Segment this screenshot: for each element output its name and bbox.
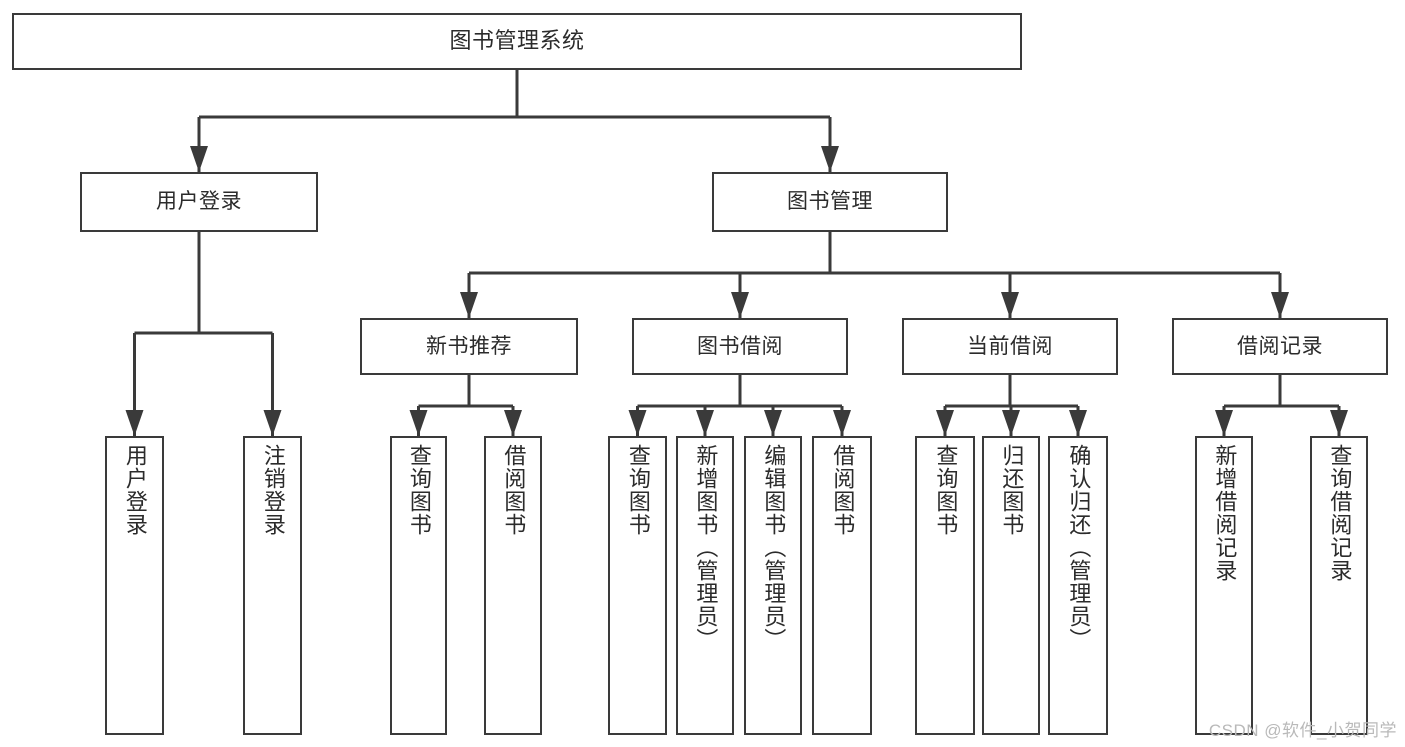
node-leaf-edit-book[interactable]: 编辑图书（管理员）: [744, 436, 802, 735]
node-leaf-logout[interactable]: 注销登录: [243, 436, 302, 735]
arrowhead-leaf-logout: [263, 410, 282, 436]
node-label-leaf-add-book: 新增图书（管理员）: [693, 444, 719, 651]
node-label-leaf-logout: 注销登录: [260, 444, 286, 536]
node-new-book-recommend[interactable]: 新书推荐: [360, 318, 578, 375]
arrowhead-leaf-add-book: [696, 410, 714, 436]
arrowhead-user-login: [190, 146, 208, 172]
arrowhead-leaf-borrow-book: [833, 410, 851, 436]
arrowhead-book-manage: [821, 146, 839, 172]
node-label-book-manage: 图书管理: [787, 190, 873, 214]
node-label-leaf-query-book-current: 查询图书: [933, 444, 959, 536]
node-leaf-query-book-current[interactable]: 查询图书: [915, 436, 975, 735]
node-label-borrow-record: 借阅记录: [1237, 334, 1323, 358]
arrowhead-book-borrow: [731, 292, 749, 318]
node-book-borrow[interactable]: 图书借阅: [632, 318, 848, 375]
node-leaf-user-login[interactable]: 用户登录: [105, 436, 164, 735]
node-borrow-record[interactable]: 借阅记录: [1172, 318, 1388, 375]
node-label-current-borrow: 当前借阅: [967, 334, 1053, 358]
node-label-leaf-query-book-rec: 查询图书: [406, 444, 432, 536]
arrowhead-leaf-user-login: [125, 410, 144, 436]
arrowhead-leaf-edit-book: [764, 410, 782, 436]
arrowhead-leaf-return-book: [1002, 410, 1020, 436]
node-label-leaf-borrow-book-rec: 借阅图书: [501, 444, 527, 536]
arrowhead-leaf-confirm-return: [1069, 410, 1087, 436]
arrowhead-leaf-add-record: [1215, 410, 1233, 436]
watermark-label: CSDN @软件_小贺同学: [1208, 721, 1397, 740]
node-leaf-confirm-return[interactable]: 确认归还（管理员）: [1048, 436, 1108, 735]
node-user-login[interactable]: 用户登录: [80, 172, 318, 232]
node-label-user-login: 用户登录: [156, 190, 242, 214]
node-label-leaf-edit-book: 编辑图书（管理员）: [761, 444, 787, 651]
node-leaf-query-record[interactable]: 查询借阅记录: [1310, 436, 1368, 735]
arrowhead-borrow-record: [1271, 292, 1289, 318]
node-label-leaf-query-record: 查询借阅记录: [1327, 444, 1353, 582]
node-leaf-borrow-book-rec[interactable]: 借阅图书: [484, 436, 542, 735]
node-book-manage[interactable]: 图书管理: [712, 172, 948, 232]
arrowhead-current-borrow: [1001, 292, 1019, 318]
node-current-borrow[interactable]: 当前借阅: [902, 318, 1118, 375]
node-label-leaf-return-book: 归还图书: [999, 444, 1025, 536]
node-label-leaf-confirm-return: 确认归还（管理员）: [1066, 444, 1092, 651]
node-label-leaf-add-record: 新增借阅记录: [1212, 444, 1238, 582]
arrowhead-leaf-borrow-book-rec: [504, 410, 522, 436]
node-label-book-borrow: 图书借阅: [697, 334, 783, 358]
arrowhead-leaf-query-book-borrow: [628, 410, 647, 436]
node-label-root: 图书管理系统: [449, 28, 585, 54]
node-label-leaf-user-login: 用户登录: [122, 444, 148, 536]
node-leaf-return-book[interactable]: 归还图书: [982, 436, 1040, 735]
node-leaf-query-book-rec[interactable]: 查询图书: [390, 436, 447, 735]
node-label-new-book-recommend: 新书推荐: [426, 334, 512, 358]
node-leaf-borrow-book[interactable]: 借阅图书: [812, 436, 872, 735]
arrowhead-leaf-query-book-current: [936, 410, 954, 436]
arrowhead-leaf-query-record: [1330, 410, 1348, 436]
node-leaf-add-record[interactable]: 新增借阅记录: [1195, 436, 1253, 735]
node-label-leaf-query-book-borrow: 查询图书: [625, 444, 651, 536]
node-root[interactable]: 图书管理系统: [12, 13, 1022, 70]
node-leaf-add-book[interactable]: 新增图书（管理员）: [676, 436, 734, 735]
node-label-leaf-borrow-book: 借阅图书: [830, 444, 856, 536]
arrowhead-new-book-recommend: [460, 292, 478, 318]
arrowhead-leaf-query-book-rec: [409, 410, 428, 436]
node-leaf-query-book-borrow[interactable]: 查询图书: [608, 436, 667, 735]
